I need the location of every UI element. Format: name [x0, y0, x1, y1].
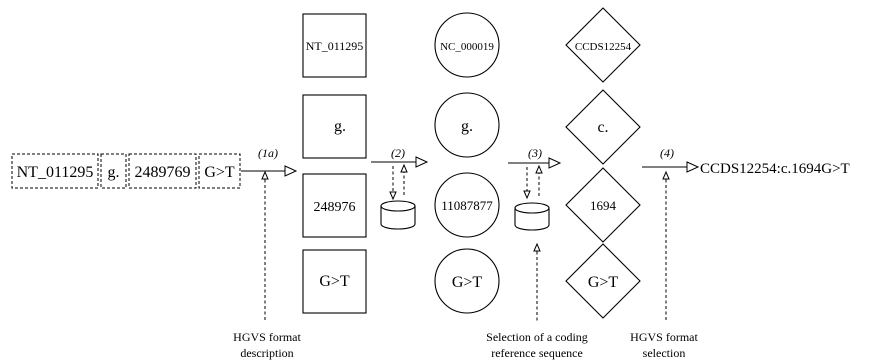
input-token-change: G>T: [204, 164, 235, 181]
contig-prefix-box: [302, 94, 367, 159]
coding-position-label: 1694: [590, 198, 617, 213]
step-label-3: (3): [528, 146, 542, 160]
chromosome-change-circle: [434, 248, 500, 314]
coding-reference-label: CCDS12254: [575, 41, 632, 53]
input-token-prefix: g.: [108, 164, 120, 181]
coding-position-diamond: [565, 167, 641, 243]
chromosome-prefix-circle: [434, 92, 500, 158]
coding-change-label: G>T: [588, 274, 619, 291]
arrowhead: [389, 191, 397, 201]
annotation-coding-selection: Selection of a coding reference sequence: [486, 242, 588, 360]
column-chromosome: NC_000019 g. 11087877 G>T: [434, 12, 500, 314]
annotation-hgvs-selection-line1: HGVS format: [630, 330, 698, 344]
annotation-coding-selection-line2: reference sequence: [491, 346, 583, 360]
contig-position-label: 248976: [314, 200, 356, 215]
database-icon: [514, 202, 550, 231]
contig-change-box: [302, 249, 367, 314]
arrow-step-4: (4): [642, 146, 700, 173]
coding-prefix-diamond: [565, 89, 641, 165]
input-token-box-position: [128, 153, 197, 189]
input-token-box-reference: [11, 153, 99, 189]
arrowhead: [284, 165, 298, 177]
coding-change-diamond: [565, 243, 641, 319]
contig-reference-label: NT_011295: [306, 39, 364, 53]
arrowhead: [662, 170, 670, 180]
contig-reference-box: [302, 13, 367, 78]
chromosome-prefix-label: g.: [461, 118, 473, 135]
input-token-box-prefix: [100, 153, 127, 189]
chromosome-position-label: 11087877: [441, 198, 493, 213]
chromosome-change-label: G>T: [452, 274, 483, 291]
contig-change-label: G>T: [319, 273, 350, 290]
contig-position-box: [302, 173, 367, 238]
arrowhead: [400, 163, 408, 173]
input-variant-tokens: NT_011295 g. 2489769 G>T: [11, 153, 241, 189]
input-token-reference: NT_011295: [17, 164, 94, 181]
arrowhead: [415, 156, 429, 168]
annotation-hgvs-description-line2: description: [240, 346, 293, 360]
arrow-step-3: (3): [508, 146, 562, 200]
step-label-4: (4): [660, 146, 674, 160]
input-token-position: 2489769: [135, 164, 191, 181]
annotation-coding-selection-line1: Selection of a coding: [486, 330, 588, 344]
arrow-step-1a: (1a): [241, 146, 298, 177]
coding-reference-diamond: [565, 7, 641, 83]
step-label-1a: (1a): [258, 146, 278, 160]
column-coding: CCDS12254 c. 1694 G>T: [565, 7, 641, 319]
contig-prefix-label: g.: [334, 118, 346, 135]
chromosome-reference-circle: [434, 12, 500, 78]
arrowhead: [533, 242, 541, 252]
annotation-hgvs-selection-line2: selection: [643, 346, 686, 360]
column-genomic-contig: NT_011295 g. 248976 G>T: [302, 13, 367, 314]
chromosome-reference-label: NC_000019: [440, 41, 494, 53]
input-token-box-change: [198, 153, 241, 189]
database-icon: [380, 200, 416, 230]
arrowhead: [261, 170, 269, 180]
output-variant: CCDS12254:c.1694G>T: [700, 161, 850, 177]
chromosome-position-circle: [434, 172, 500, 238]
annotation-hgvs-description: HGVS format description: [233, 170, 301, 360]
annotation-hgvs-description-line1: HGVS format: [233, 330, 301, 344]
arrowhead: [548, 157, 562, 169]
coding-prefix-label: c.: [597, 119, 608, 136]
arrow-step-2: (2): [371, 146, 429, 201]
annotation-hgvs-selection: HGVS format selection: [630, 170, 698, 360]
step-label-2: (2): [391, 146, 405, 160]
arrowhead: [686, 161, 700, 173]
arrowhead: [523, 190, 531, 200]
arrowhead: [535, 164, 543, 174]
